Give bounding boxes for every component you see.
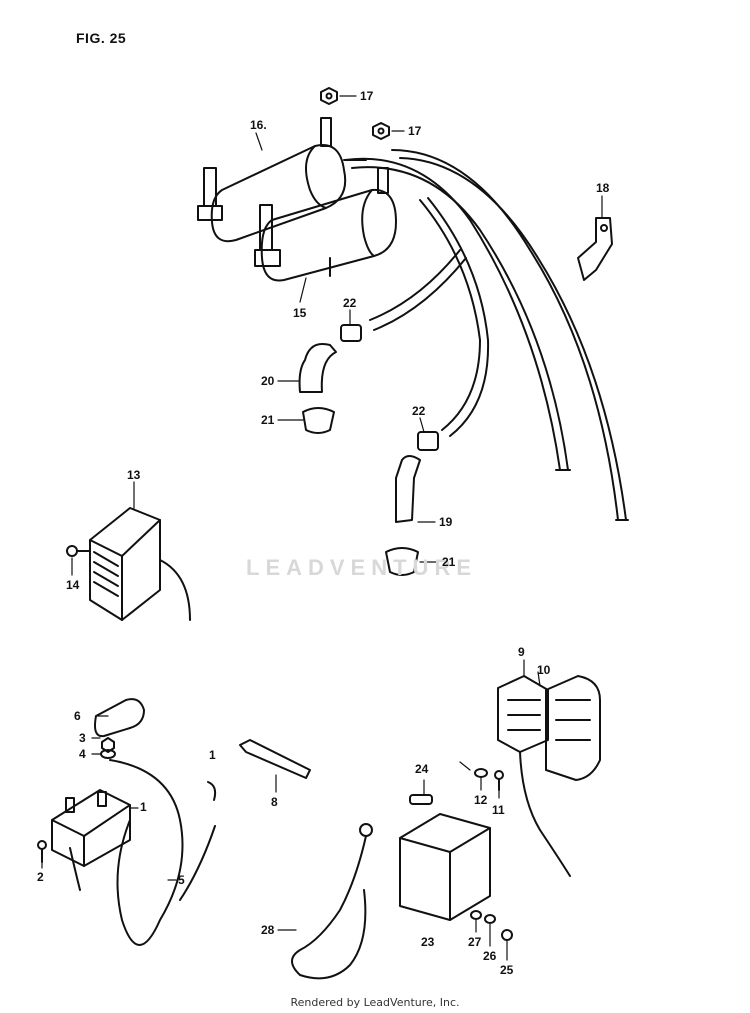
ignitor-13[interactable]	[89, 507, 191, 621]
bolt-25[interactable]	[501, 929, 513, 941]
callout-12: 12	[474, 793, 488, 807]
callout-22-a: 22	[343, 296, 357, 310]
watermark-text: LEADVENTURE	[246, 555, 478, 580]
callout-23: 23	[421, 935, 435, 949]
callout-18: 18	[596, 181, 610, 195]
callout-19: 19	[439, 515, 453, 529]
callout-21-b: 21	[442, 555, 456, 569]
bracket-8[interactable]	[239, 739, 311, 779]
washer-26[interactable]	[484, 914, 496, 924]
callout-22-b: 22	[412, 404, 426, 418]
nut-17-b[interactable]	[372, 122, 390, 140]
high-tension-leads[interactable]	[344, 149, 629, 521]
callout-5: 5	[178, 873, 185, 887]
seal-21-a[interactable]	[302, 407, 335, 434]
seal-21-b[interactable]	[385, 547, 419, 576]
footer-credit: Rendered by LeadVenture, Inc.	[290, 996, 460, 1009]
callout-8: 8	[271, 795, 278, 809]
callout-24: 24	[415, 762, 429, 776]
plug-cap-19[interactable]	[395, 455, 421, 523]
callout-17-b: 17	[408, 124, 422, 138]
clamp-18[interactable]	[577, 217, 613, 281]
callout-20: 20	[261, 374, 275, 388]
callout-10: 10	[537, 663, 551, 677]
ignition-coil-16[interactable]	[197, 117, 367, 243]
callout-14: 14	[66, 578, 80, 592]
callout-26: 26	[483, 949, 497, 963]
rectifier-10[interactable]	[545, 675, 601, 781]
callout-16: 16.	[250, 118, 267, 132]
ignition-coil-15[interactable]	[254, 167, 397, 282]
callout-27: 27	[468, 935, 482, 949]
ground-cable-28[interactable]	[291, 823, 373, 980]
screw-2[interactable]	[37, 840, 47, 863]
relay-cover-6[interactable]	[94, 698, 145, 738]
figure-title: FIG. 25	[76, 30, 127, 46]
regulator-9[interactable]	[497, 675, 571, 877]
starter-cable-5[interactable]	[109, 759, 216, 946]
callout-11: 11	[492, 803, 505, 817]
callout-17-a: 17	[360, 89, 374, 103]
callout-13: 13	[127, 468, 141, 482]
callout-15: 15	[293, 306, 307, 320]
callout-1: 1	[140, 800, 147, 814]
bolt-11[interactable]	[494, 770, 504, 791]
nut-17-a[interactable]	[320, 87, 338, 105]
cap-22-b[interactable]	[417, 431, 439, 451]
callout-4: 4	[79, 747, 86, 761]
terminal-1b[interactable]	[207, 781, 217, 801]
callout-21-a: 21	[261, 413, 275, 427]
nut-3[interactable]	[101, 737, 115, 753]
callout-25: 25	[500, 963, 514, 977]
callout-6: 6	[74, 709, 81, 723]
callout-9: 9	[518, 645, 525, 659]
callout-3: 3	[79, 731, 86, 745]
washer-12[interactable]	[474, 768, 488, 778]
washer-27[interactable]	[470, 910, 482, 920]
plug-cap-20[interactable]	[298, 343, 337, 393]
starter-relay-1[interactable]	[51, 789, 131, 891]
callout-28: 28	[261, 923, 275, 937]
screw-14[interactable]	[66, 545, 91, 557]
battery-23[interactable]	[399, 813, 491, 921]
callout-2: 2	[37, 870, 44, 884]
washer-4[interactable]	[100, 749, 116, 759]
cap-22-a[interactable]	[340, 324, 362, 342]
fuse-24[interactable]	[409, 794, 433, 805]
callout-1-b: 1	[209, 748, 216, 762]
